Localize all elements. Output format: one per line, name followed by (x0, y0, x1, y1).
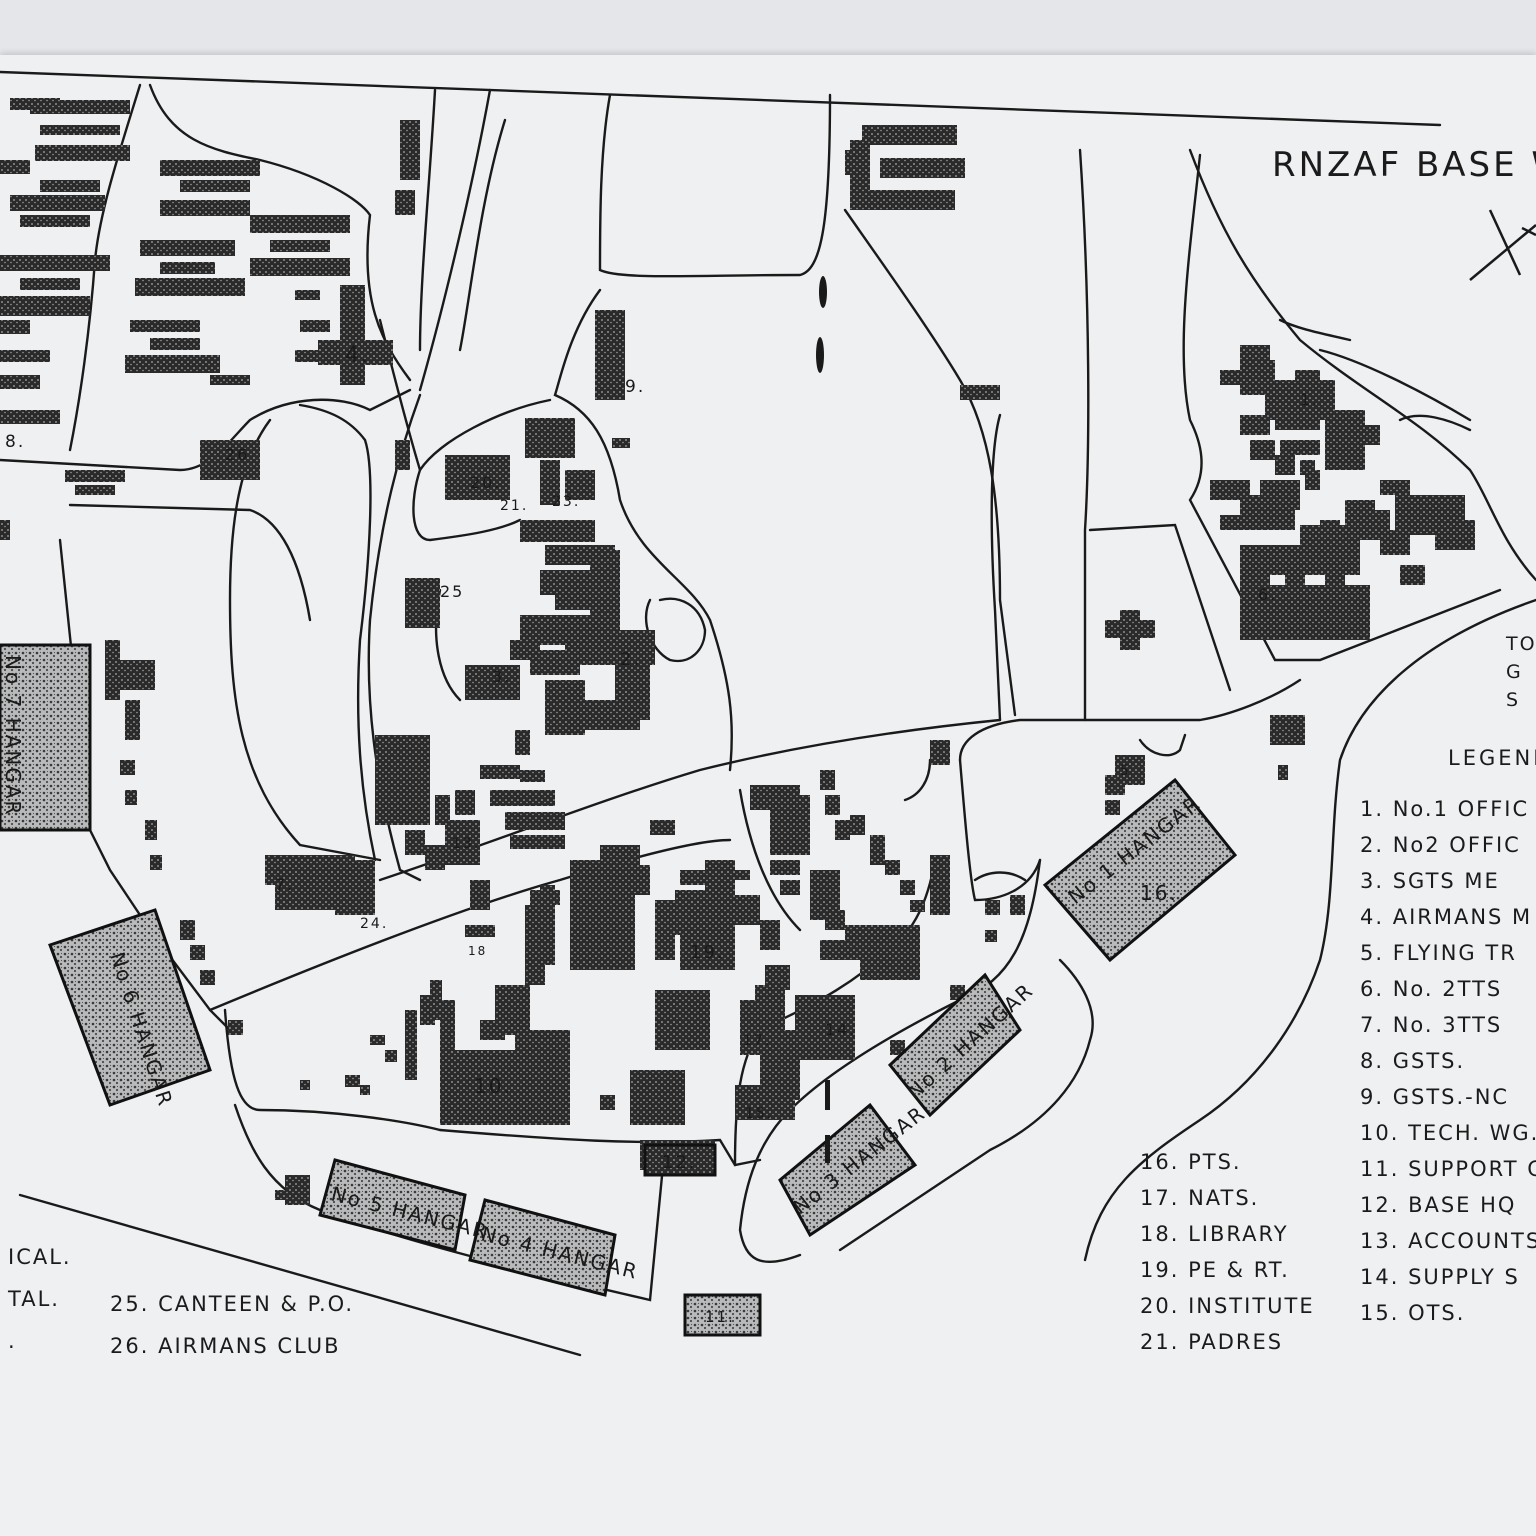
bldg-label-17: 17. (743, 1033, 771, 1049)
legend-item: . (8, 1329, 17, 1353)
compass-arrow (1469, 209, 1536, 281)
legend-item: TAL. (8, 1287, 60, 1311)
legend-item: 10. TECH. WG. (1360, 1121, 1536, 1145)
legend-item: 20. INSTITUTE (1140, 1294, 1315, 1318)
bldg-label-23: 23. (552, 494, 580, 510)
legend-item: 15. OTS. (1360, 1301, 1466, 1325)
legend-item: 9. GSTS.-NC (1360, 1085, 1510, 1109)
legend-heading: LEGEND (1448, 746, 1536, 770)
building-11-shape (683, 1293, 762, 1337)
legend-item: 13. ACCOUNTS (1360, 1229, 1536, 1253)
legend-item: 11. SUPPORT G (1360, 1157, 1536, 1181)
bldg-label-16: 16. (1140, 881, 1178, 905)
hangar-5-shape (318, 1158, 467, 1252)
legend-item: 17. NATS. (1140, 1186, 1260, 1210)
bldg-label-12: 12. (662, 1152, 697, 1173)
legend-item: 12. BASE HQ (1360, 1193, 1517, 1217)
legend-item: 14. SUPPLY S (1360, 1265, 1520, 1289)
bldg-label-11: 11. (705, 1308, 735, 1326)
bldg-label-9: 9. (625, 377, 645, 397)
bldg-label-13: 13. (452, 836, 480, 852)
bldg-label-6: 6. (1258, 585, 1277, 604)
bldg-label-3: 3. (492, 667, 511, 686)
legend-left-fragments: ICAL. TAL. . (8, 1245, 98, 1353)
bldg-label-19: 19. (690, 942, 725, 963)
bldg-label-10: 10. (474, 1074, 512, 1098)
legend-item: 3. SGTS ME (1360, 869, 1500, 893)
legend-right-column: 1. No.1 OFFIC 2. No2 OFFIC 3. SGTS ME 4.… (1360, 797, 1536, 1325)
legend-left-column: 25. CANTEEN & P.O. 26. AIRMANS CLUB (110, 1292, 410, 1358)
hangar-7-shape (0, 643, 92, 832)
bldg-label-1: 1. (1300, 390, 1319, 409)
bldg-label-4: 4. (345, 343, 370, 368)
legend-item: 8. GSTS. (1360, 1049, 1466, 1073)
legend-middle-column: 16. PTS. 17. NATS. 18. LIBRARY 19. PE & … (1140, 1150, 1340, 1354)
legend-item: 18. LIBRARY (1140, 1222, 1289, 1246)
hangars (0, 643, 1238, 1337)
legend-item: ICAL. (8, 1245, 72, 1269)
road-direction-note: TO G S (1506, 633, 1536, 711)
bldg-label-7: 7. (275, 875, 294, 894)
legend-item: 1. No.1 OFFIC (1360, 797, 1530, 821)
map-title: RNZAF BASE WI (1272, 145, 1536, 185)
bldg-label-2: 2. (620, 649, 641, 670)
bldg-label-18: 18 (468, 944, 487, 958)
legend-item: 4. AIRMANS M (1360, 905, 1533, 929)
hangar-4-shape (468, 1198, 617, 1297)
legend-item: 25. CANTEEN & P.O. (110, 1292, 355, 1316)
legend-item: 19. PE & RT. (1140, 1258, 1290, 1282)
hangar-2-shape (887, 972, 1022, 1118)
legend-item: 16. PTS. (1140, 1150, 1242, 1174)
bldg-label-20: 20. (470, 473, 501, 492)
runway-marks (816, 276, 830, 1163)
hangar-1-shape (1042, 777, 1238, 963)
bldg-label-14: 14. (825, 1020, 856, 1039)
bldg-label-21: 21. (500, 498, 528, 514)
legend-item: 26. AIRMANS CLUB (110, 1334, 341, 1358)
legend-item: 5. FLYING TR (1360, 941, 1517, 965)
bldg-label-5: 5 (1120, 763, 1131, 779)
legend-item: 7. No. 3TTS (1360, 1013, 1503, 1037)
buildings (0, 98, 1475, 1205)
bldg-label-26: 26 (225, 445, 249, 464)
hangar-label-7: No 7 HANGAR (1, 655, 25, 816)
bldg-label-24: 24. (360, 916, 388, 932)
bldg-label-15: 15. (745, 1106, 773, 1122)
hangar-3-shape (778, 1102, 918, 1238)
bldg-label-25: 25 (440, 582, 464, 601)
bldg-label-8: 8. (5, 432, 25, 452)
legend-item: 21. PADRES (1140, 1330, 1284, 1354)
legend-item: 6. No. 2TTS (1360, 977, 1503, 1001)
legend-item: 2. No2 OFFIC (1360, 833, 1521, 857)
building-12-shape (643, 1143, 717, 1177)
hangar-6-shape (48, 908, 212, 1107)
building-number-labels: 1. 2. 3. 4. 6. 7. 8. 9. 10. 12. 13. 14. … (5, 343, 1319, 1326)
